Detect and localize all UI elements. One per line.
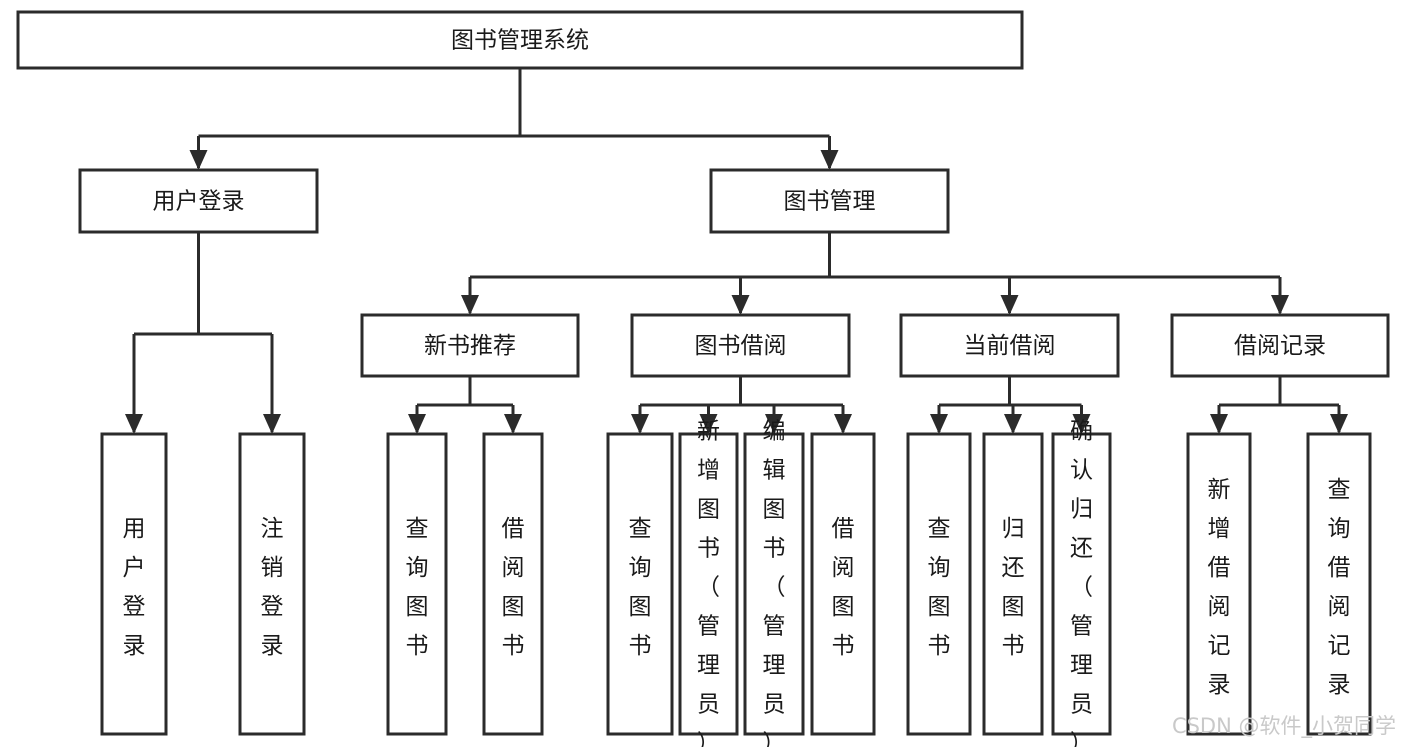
node-label-leaf-return-book: 归还图书	[1002, 516, 1025, 659]
node-box-borrow-record[interactable]	[1170, 313, 1390, 378]
arrow-head	[1330, 414, 1348, 434]
node-label-new-book-recommend: 新书推荐	[424, 333, 516, 359]
arrow-head	[731, 295, 750, 315]
node-leaf-user-login[interactable]: 用户登录	[100, 432, 168, 736]
connectors-layer	[125, 68, 1348, 434]
node-label-current-borrow: 当前借阅	[964, 333, 1056, 359]
node-box-leaf-user-login[interactable]	[100, 432, 168, 736]
node-box-current-borrow[interactable]	[899, 313, 1120, 378]
node-leaf-query-book-2[interactable]: 查询图书	[606, 432, 674, 736]
node-label-leaf-query-book-3: 查询图书	[928, 516, 951, 659]
arrow-head	[461, 295, 479, 315]
arrow-head	[263, 414, 281, 434]
node-label-leaf-add-book-admin: 新增图书（管理员）	[697, 419, 720, 747]
node-borrow-record[interactable]: 借阅记录	[1170, 313, 1390, 378]
node-label-leaf-edit-book-admin: 编辑图书（管理员）	[763, 419, 786, 747]
node-label-borrow-record: 借阅记录	[1234, 333, 1326, 359]
arrow-head	[125, 414, 143, 434]
arrow-head	[631, 414, 649, 434]
node-new-book-recommend[interactable]: 新书推荐	[360, 313, 580, 378]
node-box-leaf-edit-book-admin[interactable]	[743, 432, 805, 736]
node-box-leaf-query-book-1[interactable]	[386, 432, 448, 736]
node-current-borrow[interactable]: 当前借阅	[899, 313, 1120, 378]
node-book-borrow[interactable]: 图书借阅	[630, 313, 851, 378]
node-label-leaf-user-login: 用户登录	[123, 516, 146, 659]
node-box-leaf-query-borrow-record[interactable]	[1306, 432, 1372, 736]
csdn-watermark: CSDN @软件_小贺同学	[1172, 714, 1396, 739]
arrow-head	[1210, 414, 1228, 434]
node-box-book-management[interactable]	[709, 168, 950, 234]
arrow-head	[189, 150, 208, 170]
node-label-leaf-query-book-2: 查询图书	[629, 516, 652, 659]
arrow-head	[1004, 414, 1022, 434]
nodes-layer: 图书管理系统用户登录图书管理新书推荐图书借阅当前借阅借阅记录用户登录注销登录查询…	[16, 10, 1390, 747]
arrow-head	[1072, 414, 1091, 434]
arrow-head	[765, 414, 783, 434]
node-leaf-query-borrow-record[interactable]: 查询借阅记录	[1306, 432, 1372, 736]
node-label-book-management: 图书管理	[784, 189, 876, 215]
node-leaf-edit-book-admin[interactable]: 编辑图书（管理员）	[743, 419, 805, 747]
node-user-login[interactable]: 用户登录	[78, 168, 319, 234]
node-label-leaf-borrow-book-2: 借阅图书	[832, 516, 855, 659]
arrow-head	[408, 414, 426, 434]
node-leaf-return-book[interactable]: 归还图书	[982, 432, 1044, 736]
node-leaf-query-book-1[interactable]: 查询图书	[386, 432, 448, 736]
node-box-leaf-add-borrow-record[interactable]	[1186, 432, 1252, 736]
arrow-head	[930, 414, 948, 434]
node-leaf-add-borrow-record[interactable]: 新增借阅记录	[1186, 432, 1252, 736]
node-label-leaf-confirm-return-admin: 确认归还（管理员）	[1070, 419, 1093, 747]
node-box-leaf-query-book-2[interactable]	[606, 432, 674, 736]
node-leaf-confirm-return-admin[interactable]: 确认归还（管理员）	[1051, 419, 1112, 747]
node-box-user-login[interactable]	[78, 168, 319, 234]
arrow-head	[820, 150, 839, 170]
node-leaf-borrow-book-2[interactable]: 借阅图书	[810, 432, 876, 736]
node-label-leaf-logout-login: 注销登录	[261, 516, 284, 659]
node-box-leaf-borrow-book-2[interactable]	[810, 432, 876, 736]
node-leaf-query-book-3[interactable]: 查询图书	[906, 432, 972, 736]
node-box-root[interactable]	[16, 10, 1024, 70]
node-label-book-borrow: 图书借阅	[695, 333, 787, 359]
node-book-management[interactable]: 图书管理	[709, 168, 950, 234]
node-label-leaf-borrow-book-1: 借阅图书	[502, 516, 525, 659]
node-root[interactable]: 图书管理系统	[16, 10, 1024, 70]
node-label-user-login: 用户登录	[153, 189, 245, 215]
arrow-head	[504, 414, 522, 434]
node-box-leaf-query-book-3[interactable]	[906, 432, 972, 736]
node-label-root: 图书管理系统	[451, 28, 589, 54]
node-label-leaf-add-borrow-record: 新增借阅记录	[1208, 477, 1231, 698]
node-leaf-add-book-admin[interactable]: 新增图书（管理员）	[678, 419, 739, 747]
node-leaf-logout-login[interactable]: 注销登录	[238, 432, 306, 736]
node-box-leaf-return-book[interactable]	[982, 432, 1044, 736]
arrow-head	[699, 414, 718, 434]
node-box-leaf-add-book-admin[interactable]	[678, 432, 739, 736]
node-box-book-borrow[interactable]	[630, 313, 851, 378]
node-box-leaf-logout-login[interactable]	[238, 432, 306, 736]
arrow-head	[834, 414, 852, 434]
arrow-head	[1271, 295, 1289, 315]
arrow-head	[1000, 295, 1019, 315]
node-label-leaf-query-borrow-record: 查询借阅记录	[1328, 477, 1351, 698]
node-box-leaf-confirm-return-admin[interactable]	[1051, 432, 1112, 736]
node-box-new-book-recommend[interactable]	[360, 313, 580, 378]
node-leaf-borrow-book-1[interactable]: 借阅图书	[482, 432, 544, 736]
node-label-leaf-query-book-1: 查询图书	[406, 516, 429, 659]
node-box-leaf-borrow-book-1[interactable]	[482, 432, 544, 736]
